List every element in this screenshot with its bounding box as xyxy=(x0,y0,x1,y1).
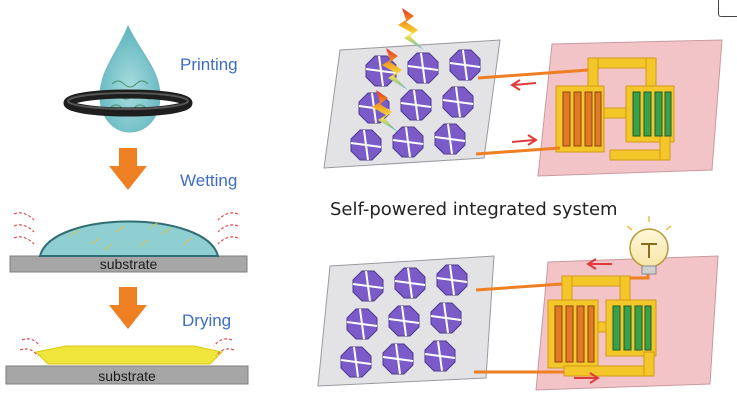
lightning-icon xyxy=(398,8,424,50)
substrate-label: substrate xyxy=(98,368,156,384)
printing-step xyxy=(63,24,193,133)
solar-cell-icon xyxy=(350,49,481,161)
printing-label: Printing xyxy=(180,55,238,74)
wetting-step xyxy=(9,212,248,273)
arrow-down-icon xyxy=(109,148,147,190)
figure-caption: Self-powered integrated system xyxy=(330,199,618,220)
substrate-plate xyxy=(5,365,249,385)
lightbulb-icon xyxy=(626,216,672,275)
dried-film xyxy=(34,345,224,365)
arrow-down-icon xyxy=(109,287,147,329)
expand-icon[interactable] xyxy=(718,0,737,17)
solar-cell-icon xyxy=(340,264,468,378)
system-bottom xyxy=(317,216,719,391)
wetting-label: Wetting xyxy=(180,171,238,190)
drying-step xyxy=(5,338,249,385)
droplet-dome xyxy=(38,220,220,257)
drying-label: Drying xyxy=(182,311,232,330)
substrate-label: substrate xyxy=(99,256,158,272)
system-top xyxy=(323,8,723,177)
